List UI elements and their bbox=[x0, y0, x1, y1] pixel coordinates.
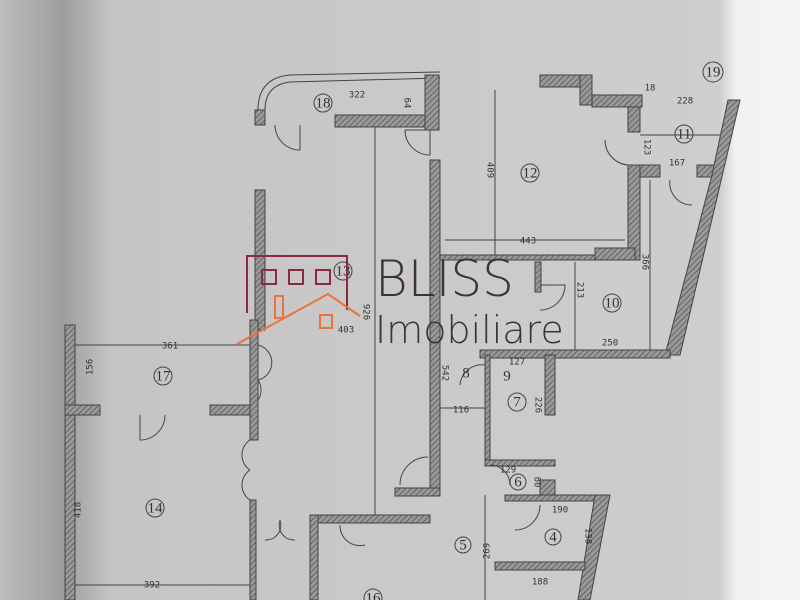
dim-188: 188 bbox=[532, 578, 548, 588]
dim-269: 269 bbox=[483, 543, 493, 559]
dimension-labels: 322 64 18 228 123 167 409 443 366 213 25… bbox=[74, 84, 694, 591]
room-labels: 18 19 12 11 10 13 8 9 17 7 6 14 5 4 16 bbox=[145, 61, 724, 600]
room-17: 17 bbox=[156, 368, 172, 384]
room-11: 11 bbox=[677, 126, 691, 142]
room-4: 4 bbox=[549, 529, 557, 545]
dim-403: 403 bbox=[338, 326, 354, 336]
room-8: 8 bbox=[462, 365, 470, 381]
room-14: 14 bbox=[148, 500, 164, 516]
dim-116: 116 bbox=[453, 406, 469, 416]
dim-366: 366 bbox=[640, 254, 650, 270]
walls bbox=[64, 71, 741, 600]
room-19: 19 bbox=[706, 64, 721, 80]
logo-brand-text: BLISS bbox=[375, 250, 514, 308]
dim-138: 138 bbox=[583, 528, 593, 544]
room-10: 10 bbox=[605, 295, 620, 311]
dimension-lines bbox=[75, 90, 720, 600]
dim-542: 542 bbox=[440, 365, 450, 381]
room-12: 12 bbox=[523, 165, 538, 181]
dim-127: 127 bbox=[509, 358, 525, 368]
dim-18: 18 bbox=[645, 84, 656, 94]
dim-167: 167 bbox=[669, 159, 685, 169]
room-9: 9 bbox=[503, 368, 511, 384]
dim-322: 322 bbox=[349, 91, 365, 101]
room-5: 5 bbox=[459, 537, 467, 553]
room-18: 18 bbox=[316, 95, 331, 111]
dim-250: 250 bbox=[602, 339, 618, 349]
dim-129: 129 bbox=[500, 466, 516, 476]
dim-361: 361 bbox=[162, 342, 178, 352]
dim-418: 418 bbox=[74, 502, 84, 518]
room-6: 6 bbox=[514, 474, 522, 490]
logo-subtitle-text: Imobiliare bbox=[375, 308, 564, 352]
dim-228: 228 bbox=[677, 97, 693, 107]
dim-213: 213 bbox=[575, 282, 585, 298]
room-16: 16 bbox=[366, 590, 382, 600]
dim-123: 123 bbox=[642, 139, 652, 155]
dim-156: 156 bbox=[86, 359, 96, 375]
room-13: 13 bbox=[336, 263, 351, 279]
dim-80: 80 bbox=[532, 477, 542, 488]
dim-190: 190 bbox=[552, 506, 568, 516]
dim-443: 443 bbox=[520, 237, 536, 247]
dim-409: 409 bbox=[485, 162, 495, 178]
dim-926: 926 bbox=[361, 304, 371, 320]
dim-64: 64 bbox=[402, 98, 412, 109]
room-7: 7 bbox=[513, 394, 521, 410]
bliss-logo-watermark: BLISS Imobiliare bbox=[236, 250, 564, 352]
dim-392: 392 bbox=[144, 581, 160, 591]
dim-226: 226 bbox=[533, 397, 543, 413]
